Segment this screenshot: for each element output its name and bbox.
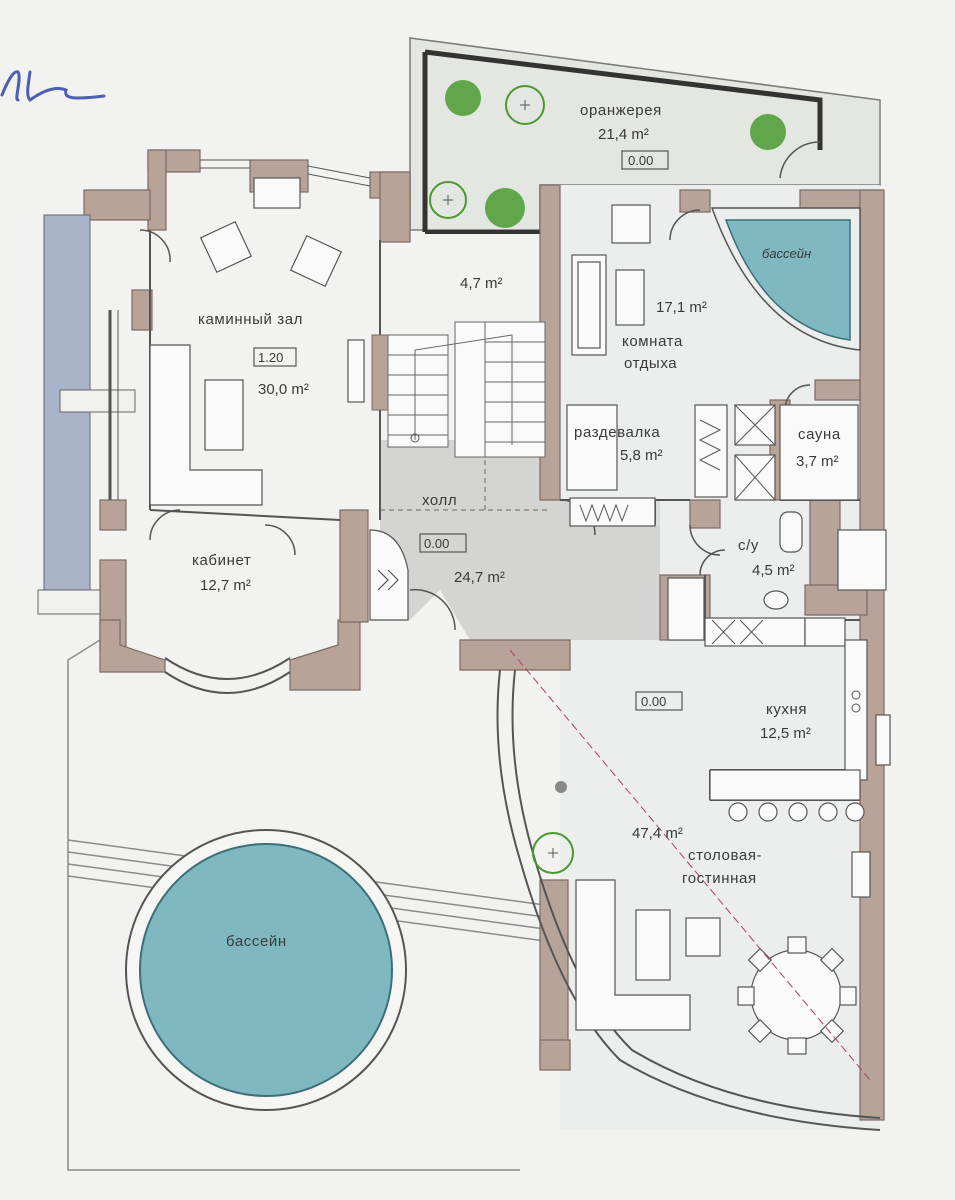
plants	[429, 80, 786, 874]
sauna-area: 3,7 m²	[796, 453, 839, 470]
study-area: 12,7 m²	[200, 577, 251, 594]
orangery-level: 0.00	[628, 153, 653, 168]
fireplace-icon	[371, 334, 389, 411]
vestibule-area: 4,7 m²	[460, 275, 503, 292]
relax-room-furniture	[566, 204, 651, 491]
fireplace-hall-area: 30,0 m²	[258, 381, 309, 398]
hall-area: 24,7 m²	[454, 569, 505, 586]
changing-room-name: раздевалка	[574, 424, 660, 441]
kitchen-area: 12,5 m²	[760, 725, 811, 742]
north-windows	[200, 159, 371, 187]
study-name: кабинет	[192, 552, 251, 569]
kitchen-level: 0.00	[641, 694, 666, 709]
indoor-pool-name: бассейн	[762, 246, 811, 261]
study-bay-window	[164, 657, 291, 680]
outdoor-pool-name: бассейн	[226, 933, 287, 950]
dining-name-1: столовая-	[688, 847, 762, 864]
fireplace-hall-name: каминный зал	[198, 311, 303, 328]
hall-level: 0.00	[424, 536, 449, 551]
relax-room-name-2: отдыха	[624, 355, 677, 372]
living-furniture	[575, 851, 871, 1041]
west-sill	[37, 589, 101, 615]
dining-area: 47,4 m²	[632, 825, 683, 842]
wc-name: с/у	[738, 537, 759, 554]
hall-name: холл	[422, 492, 457, 509]
orangery-area: 21,4 m²	[598, 126, 649, 143]
fireplace-hall-furniture	[149, 177, 365, 506]
kitchen-counters	[704, 617, 891, 801]
sauna-name: сауна	[798, 426, 841, 443]
kitchen-name: кухня	[766, 701, 807, 718]
handwritten-mark	[0, 70, 106, 102]
changing-room-area: 5,8 m²	[620, 447, 663, 464]
dining-chairs	[737, 936, 857, 1055]
relax-room-area: 17,1 m²	[656, 299, 707, 316]
west-balcony	[59, 389, 136, 413]
door-arcs	[139, 141, 821, 631]
hall-closet	[369, 529, 409, 621]
fireplace-hall-level: 1.20	[258, 350, 283, 365]
wc-area: 4,5 m²	[752, 562, 795, 579]
wc-fixtures	[667, 511, 887, 641]
outdoor-pool	[125, 829, 407, 1111]
indoor-pool	[710, 207, 861, 351]
stair-treads	[388, 322, 545, 457]
dining-name-2: гостинная	[682, 870, 757, 887]
relax-room-name-1: комната	[622, 333, 683, 350]
staircase	[387, 321, 546, 458]
orangery-name: оранжерея	[580, 102, 662, 119]
bar-stools	[728, 802, 865, 822]
